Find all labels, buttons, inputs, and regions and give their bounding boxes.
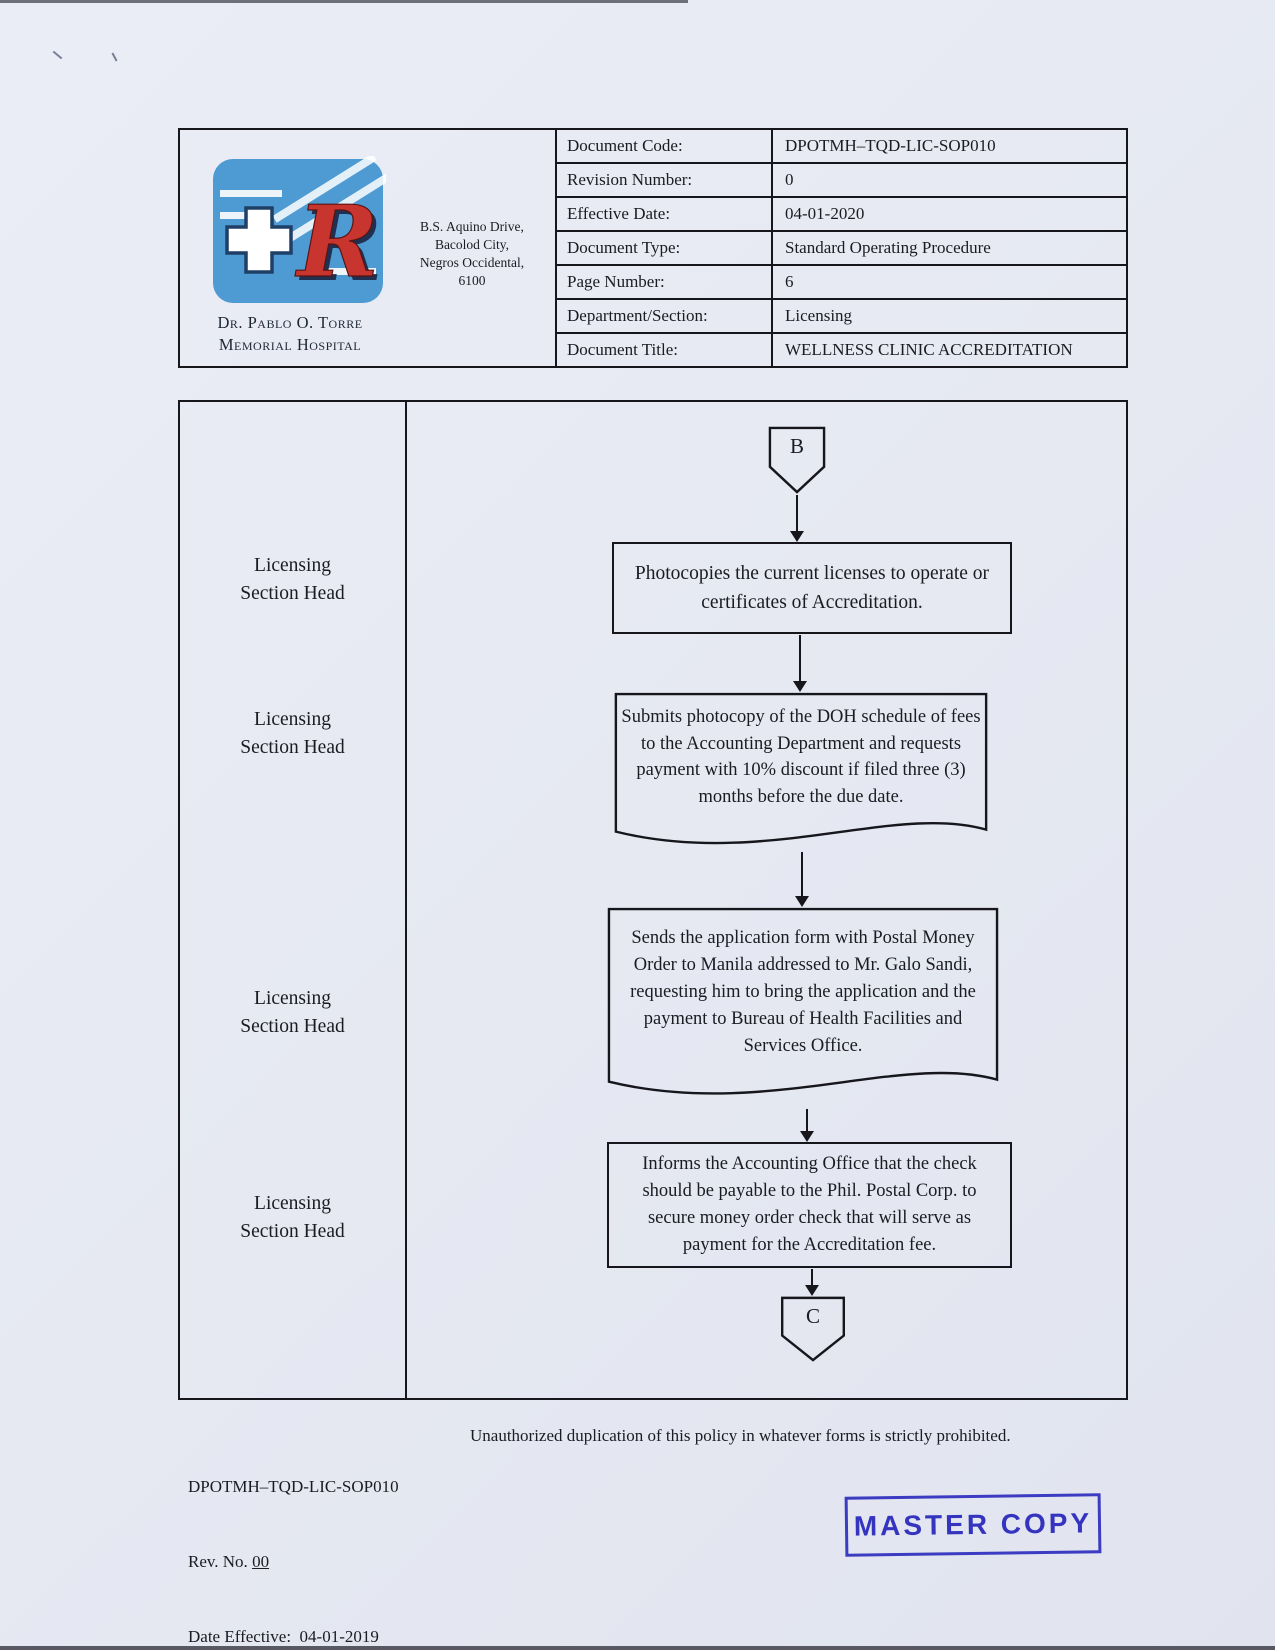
meta-row-document-code: Document Code: DPOTMH–TQD-LIC-SOP010 [557, 130, 1126, 164]
meta-value: 6 [771, 266, 1126, 298]
scan-edge-artifact [0, 1646, 1275, 1650]
flowchart-table: Licensing Section Head Licensing Section… [178, 400, 1128, 1400]
meta-row-effective-date: Effective Date: 04-01-2020 [557, 198, 1126, 232]
column-divider [405, 402, 407, 1398]
scan-artifact [111, 52, 118, 62]
hospital-identity-cell: R R Dr. Pablo O. Torre Memorial Hospital… [180, 130, 557, 366]
flow-arrow-3 [794, 852, 810, 907]
document-step-1: Submits photocopy of the DOH schedule of… [614, 692, 988, 864]
meta-row-page-number: Page Number: 6 [557, 266, 1126, 300]
hospital-name-line1: Dr. Pablo O. Torre [217, 313, 363, 332]
meta-label: Document Title: [567, 340, 678, 359]
footer-revision: Rev. No. 00 [188, 1549, 399, 1574]
meta-value: WELLNESS CLINIC ACCREDITATION [771, 334, 1126, 366]
document-meta-rows: Document Code: DPOTMH–TQD-LIC-SOP010 Rev… [555, 130, 1126, 366]
meta-label: Document Code: [567, 136, 683, 155]
footer-document-info: DPOTMH–TQD-LIC-SOP010 Rev. No. 00 Date E… [188, 1424, 399, 1650]
footer-rev-label: Rev. No. [188, 1552, 253, 1571]
hospital-address: B.S. Aquino Drive, Bacolod City, Negros … [419, 219, 525, 288]
document-step-1-text: Submits photocopy of the DOH schedule of… [621, 707, 981, 807]
svg-text:R: R [298, 189, 382, 304]
process-step-2-text: Informs the Accounting Office that the c… [642, 1154, 977, 1255]
offpage-connector-c: C [780, 1296, 846, 1362]
footer-doc-code: DPOTMH–TQD-LIC-SOP010 [188, 1477, 399, 1496]
meta-value: DPOTMH–TQD-LIC-SOP010 [771, 130, 1126, 162]
meta-row-revision-number: Revision Number: 0 [557, 164, 1126, 198]
flow-arrow-5 [804, 1269, 820, 1296]
meta-row-document-type: Document Type: Standard Operating Proced… [557, 232, 1126, 266]
meta-value: Licensing [771, 300, 1126, 332]
meta-value: 04-01-2020 [771, 198, 1126, 230]
footer-date-effective: Date Effective: 04-01-2019 [188, 1627, 379, 1646]
connector-letter: B [789, 434, 804, 458]
document-step-2-text: Sends the application form with Postal M… [630, 928, 976, 1056]
offpage-connector-b: B [768, 426, 826, 494]
meta-row-document-title: Document Title: WELLNESS CLINIC ACCREDIT… [557, 334, 1126, 366]
meta-label: Document Type: [567, 238, 681, 257]
role-label-3: Licensing Section Head [240, 988, 345, 1037]
footer-notice: Unauthorized duplication of this policy … [470, 1426, 1011, 1445]
document-step-2: Sends the application form with Postal M… [607, 907, 999, 1115]
flow-arrow-1 [789, 495, 805, 542]
svg-text:R: R [294, 185, 378, 300]
flow-arrow-2 [792, 635, 808, 692]
meta-value: Standard Operating Procedure [771, 232, 1126, 264]
meta-label: Revision Number: [567, 170, 693, 189]
master-copy-stamp: MASTER COPY [844, 1493, 1102, 1557]
scan-artifact [52, 50, 63, 60]
meta-row-department-section: Department/Section: Licensing [557, 300, 1126, 334]
hospital-name-line2: Memorial Hospital [218, 335, 362, 354]
role-label-1: Licensing Section Head [240, 555, 345, 604]
process-step-1-text: Photocopies the current licenses to oper… [634, 563, 990, 613]
flow-arrow-4 [799, 1109, 815, 1142]
footer-rev-value: 00 [252, 1552, 270, 1571]
document-header-table: R R Dr. Pablo O. Torre Memorial Hospital… [178, 128, 1128, 368]
meta-label: Effective Date: [567, 204, 671, 223]
meta-label: Department/Section: [567, 306, 708, 325]
role-label-2: Licensing Section Head [240, 709, 345, 758]
meta-label: Page Number: [567, 272, 665, 291]
hospital-logo-icon: R R [213, 156, 386, 304]
process-step-1: Photocopies the current licenses to oper… [612, 542, 1012, 634]
connector-letter: C [805, 1304, 820, 1328]
hospital-name: Dr. Pablo O. Torre Memorial Hospital [180, 312, 400, 356]
process-step-2: Informs the Accounting Office that the c… [607, 1142, 1012, 1268]
meta-value: 0 [771, 164, 1126, 196]
scan-edge-artifact [0, 0, 688, 3]
role-label-4: Licensing Section Head [240, 1193, 345, 1242]
